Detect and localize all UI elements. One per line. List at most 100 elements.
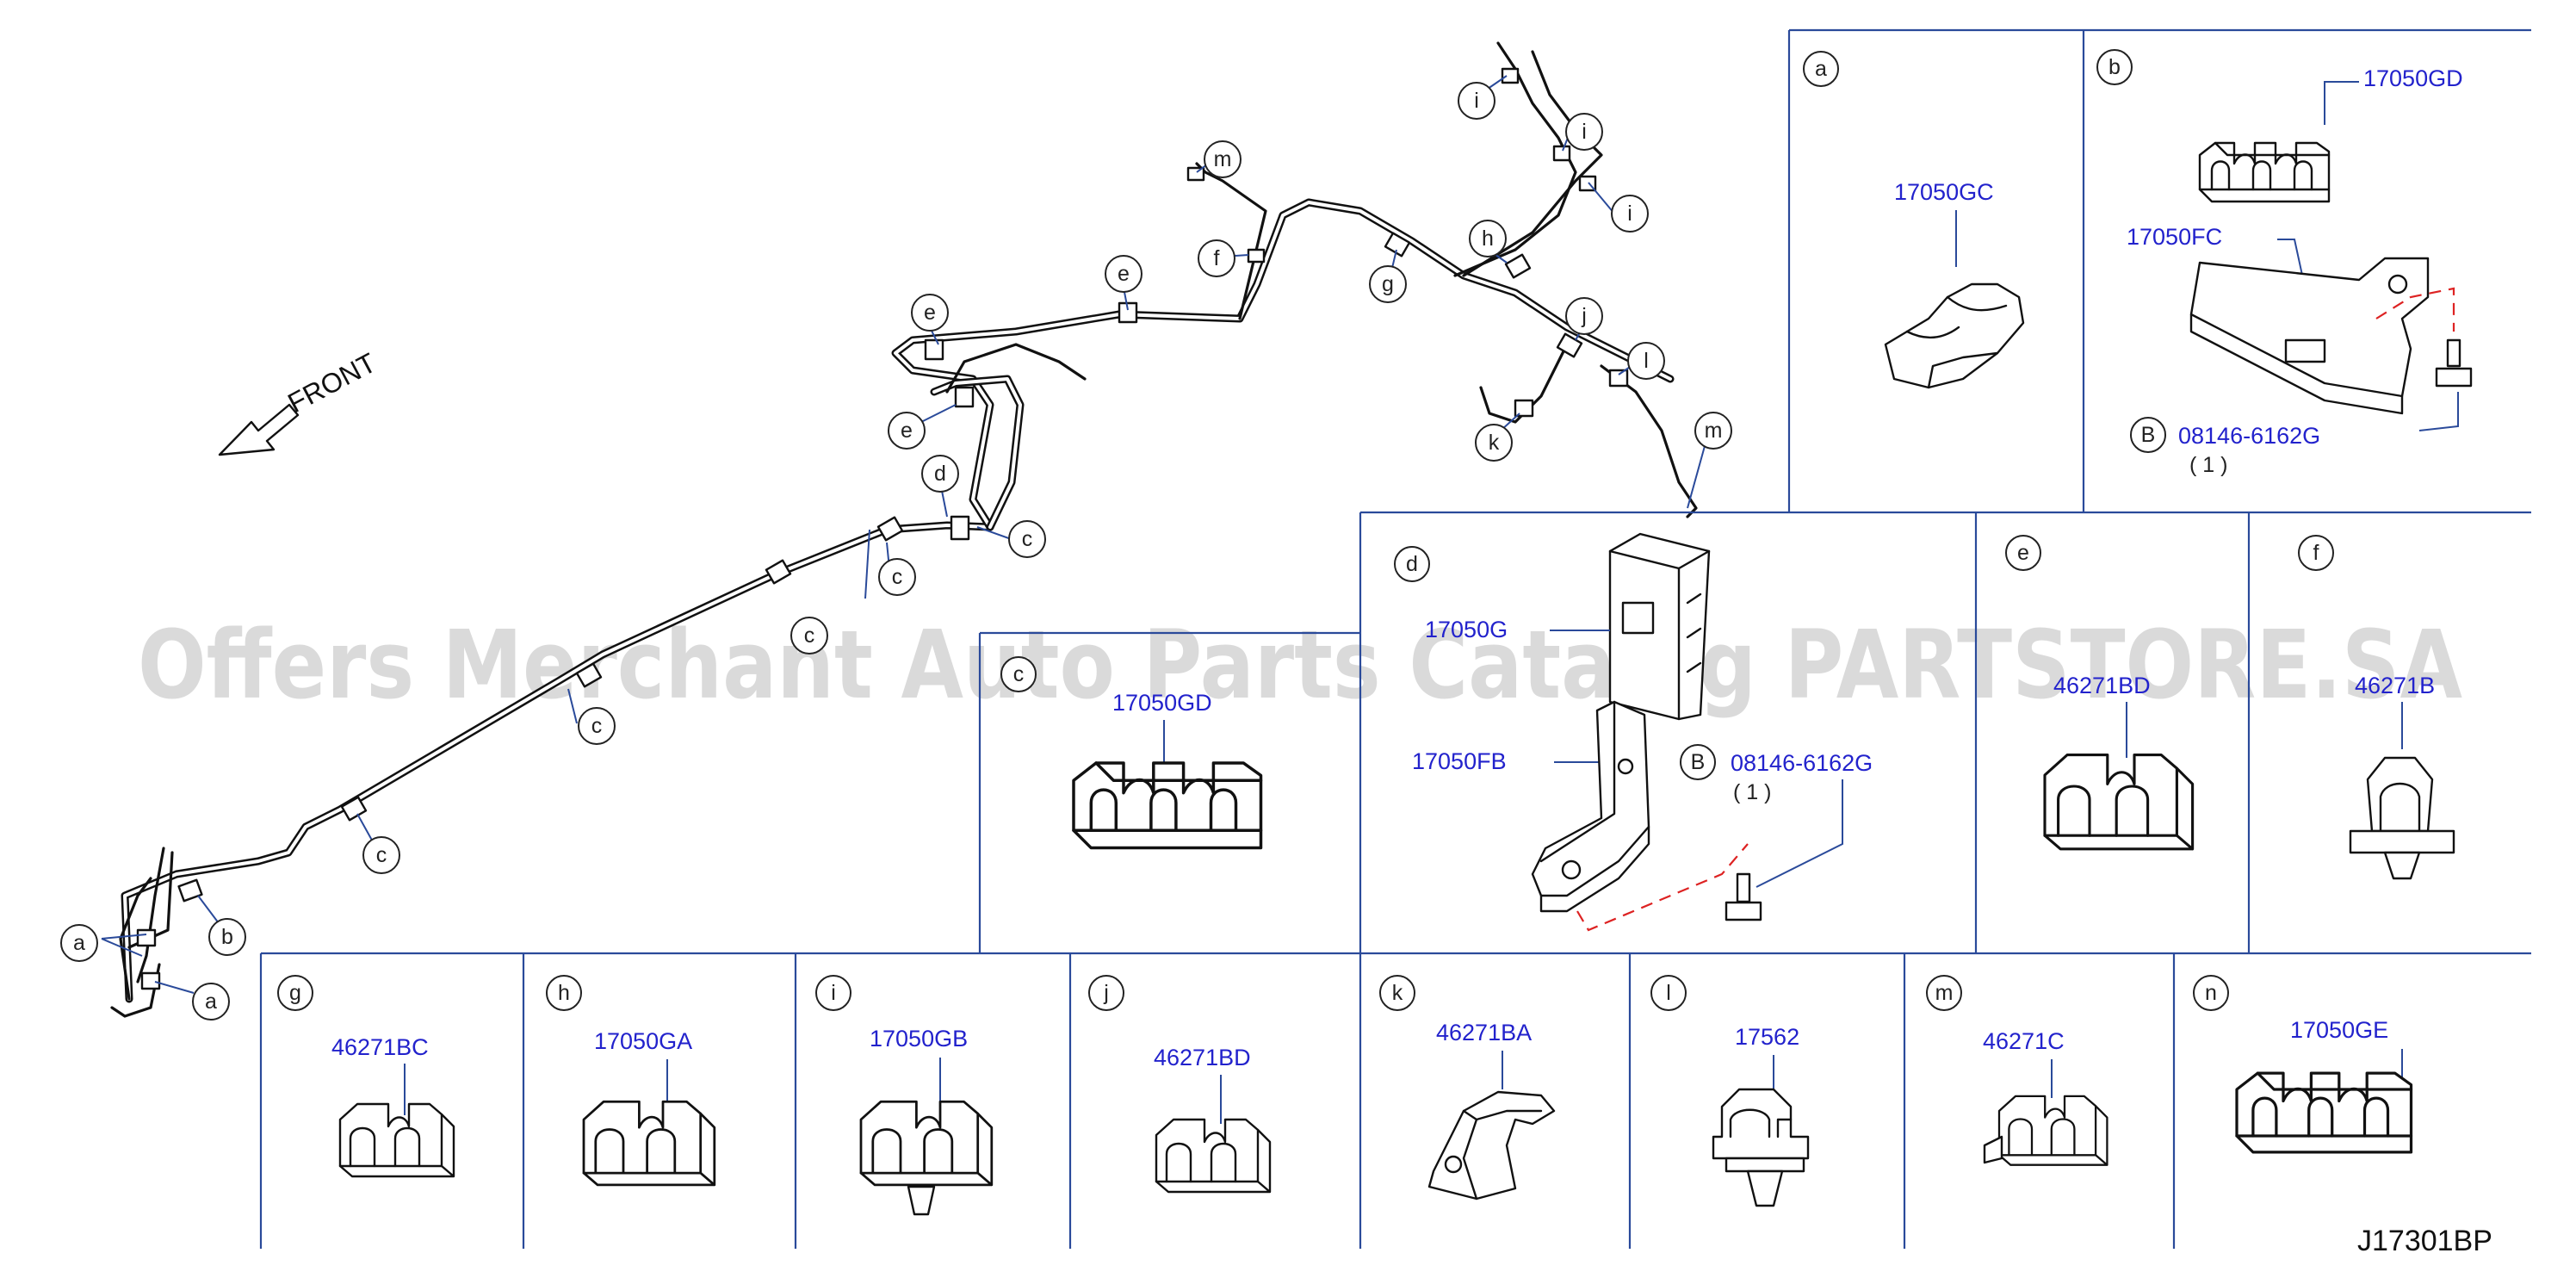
panel-letter-k: k	[1379, 975, 1415, 1011]
panel-letter-j: j	[1088, 975, 1124, 1011]
panel-c: c 17050GD	[1000, 656, 1263, 850]
svg-text:i: i	[1627, 202, 1632, 226]
callout-a: a	[192, 983, 230, 1021]
block-17050G-icon	[1608, 532, 1711, 721]
panel-letter-c: c	[1000, 656, 1037, 692]
clip-46271BC-icon	[338, 1102, 455, 1178]
panel-l: l 17562	[1650, 975, 1810, 1207]
callout-m: m	[1694, 412, 1732, 450]
callout-l: l	[1627, 342, 1665, 380]
svg-text:m: m	[1705, 419, 1723, 443]
panel-grid	[259, 28, 2531, 1249]
clip-17050GB-icon	[859, 1100, 994, 1187]
panel-e: e 46271BD	[2005, 535, 2195, 851]
panel-letter-m: m	[1926, 975, 1962, 1011]
clip-46271BD-icon	[2043, 754, 2195, 851]
callout-c: c	[878, 558, 916, 596]
part-number-17050FB: 17050FB	[1412, 748, 1507, 774]
clip-pin-icon	[907, 1185, 936, 1216]
part-number-46271B: 46271B	[2355, 673, 2435, 698]
svg-text:g: g	[1382, 272, 1394, 296]
panel-letter-f: f	[2298, 535, 2334, 571]
panel-h: h 17050GA	[546, 975, 716, 1187]
svg-text:c: c	[591, 714, 603, 738]
front-arrow-icon: FRONT	[218, 347, 381, 456]
clip-46271B-icon	[2349, 756, 2455, 880]
bracket-17050FC-icon	[2189, 257, 2430, 415]
svg-text:c: c	[892, 565, 903, 589]
bracket-17050FB-icon	[1531, 700, 1650, 913]
svg-text:f: f	[1214, 246, 1220, 270]
callout-c: c	[362, 836, 400, 874]
clip-17050GD-icon	[2198, 141, 2331, 203]
part-number-17050GA: 17050GA	[594, 1028, 692, 1054]
clip-46271BD-icon	[1155, 1118, 1272, 1194]
panel-letter-b: b	[2096, 49, 2133, 85]
panel-letter-g: g	[277, 975, 313, 1011]
callout-f: f	[1198, 239, 1235, 277]
bolt-marker-B: B	[2130, 417, 2166, 453]
svg-text:b: b	[2108, 55, 2121, 79]
svg-text:l: l	[1666, 981, 1671, 1005]
part-number-17050GD: 17050GD	[1112, 690, 1212, 716]
part-number-46271BC: 46271BC	[331, 1034, 429, 1060]
panel-letter-i: i	[815, 975, 851, 1011]
callout-i: i	[1611, 195, 1649, 233]
diagram-code: J17301BP	[2357, 1225, 2492, 1257]
svg-text:j: j	[1581, 304, 1587, 328]
panel-letter-h: h	[546, 975, 582, 1011]
panel-letter-l: l	[1650, 975, 1687, 1011]
callout-e: e	[911, 294, 949, 332]
callout-j: j	[1565, 297, 1603, 335]
part-number-17050G: 17050G	[1425, 617, 1508, 642]
part-number-46271BD: 46271BD	[1154, 1045, 1251, 1070]
panel-j: j 46271BD	[1088, 975, 1272, 1194]
svg-text:k: k	[1392, 981, 1403, 1005]
svg-text:e: e	[924, 301, 936, 325]
clip-17050GA-icon	[582, 1100, 716, 1187]
svg-text:B: B	[2141, 423, 2156, 447]
svg-text:e: e	[2017, 541, 2029, 565]
svg-text:c: c	[1022, 527, 1033, 551]
panel-b: b 17050GD 17050FC B 08146-6162G ( 1 )	[2096, 49, 2473, 477]
overview-leaders	[101, 75, 1710, 994]
clip-46271C-icon	[1997, 1095, 2108, 1166]
part-number-17050GC: 17050GC	[1894, 179, 1994, 205]
svg-text:e: e	[1118, 262, 1130, 286]
svg-text:c: c	[376, 843, 387, 867]
svg-text:a: a	[205, 990, 217, 1014]
part-number-46271BD: 46271BD	[2053, 673, 2151, 698]
svg-text:h: h	[558, 981, 570, 1005]
svg-text:g: g	[289, 981, 301, 1005]
front-label: FRONT	[282, 347, 381, 419]
overview-callouts: a a b c c c c c d e e e f g h i i i j k …	[60, 82, 1732, 1021]
panel-m: m 46271C	[1926, 975, 2108, 1166]
bolt-marker-B: B	[1680, 744, 1716, 780]
part-number-46271C: 46271C	[1983, 1028, 2065, 1054]
panel-n: n 17050GE	[2193, 975, 2413, 1154]
svg-text:c: c	[1013, 662, 1025, 686]
overview-clips	[136, 67, 1629, 990]
clip-17050GE-icon	[2235, 1071, 2413, 1154]
panel-letter-d: d	[1394, 546, 1430, 582]
panel-g: g 46271BC	[277, 975, 455, 1178]
panel-i: i 17050GB	[815, 975, 994, 1216]
bolt-quantity: ( 1 )	[2189, 453, 2227, 477]
callout-c: c	[790, 617, 828, 655]
panel-letter-e: e	[2005, 535, 2041, 571]
svg-text:a: a	[1815, 57, 1827, 81]
clip-17050GC-icon	[1884, 282, 2025, 389]
clip-17050GD-icon	[1072, 761, 1263, 850]
bolt-part-number: 08146-6162G	[1731, 750, 1873, 776]
svg-text:d: d	[1406, 552, 1418, 576]
svg-text:k: k	[1489, 431, 1500, 455]
callout-a: a	[60, 924, 98, 962]
callout-k: k	[1475, 424, 1513, 462]
part-number-17050GD: 17050GD	[2363, 65, 2463, 91]
panel-f: f 46271B	[2298, 535, 2455, 880]
clip-17562-icon	[1712, 1088, 1810, 1207]
brake-pipe-routing	[110, 41, 1698, 1018]
part-number-17050GE: 17050GE	[2290, 1017, 2388, 1043]
svg-text:m: m	[1214, 147, 1232, 171]
svg-text:d: d	[934, 462, 946, 486]
